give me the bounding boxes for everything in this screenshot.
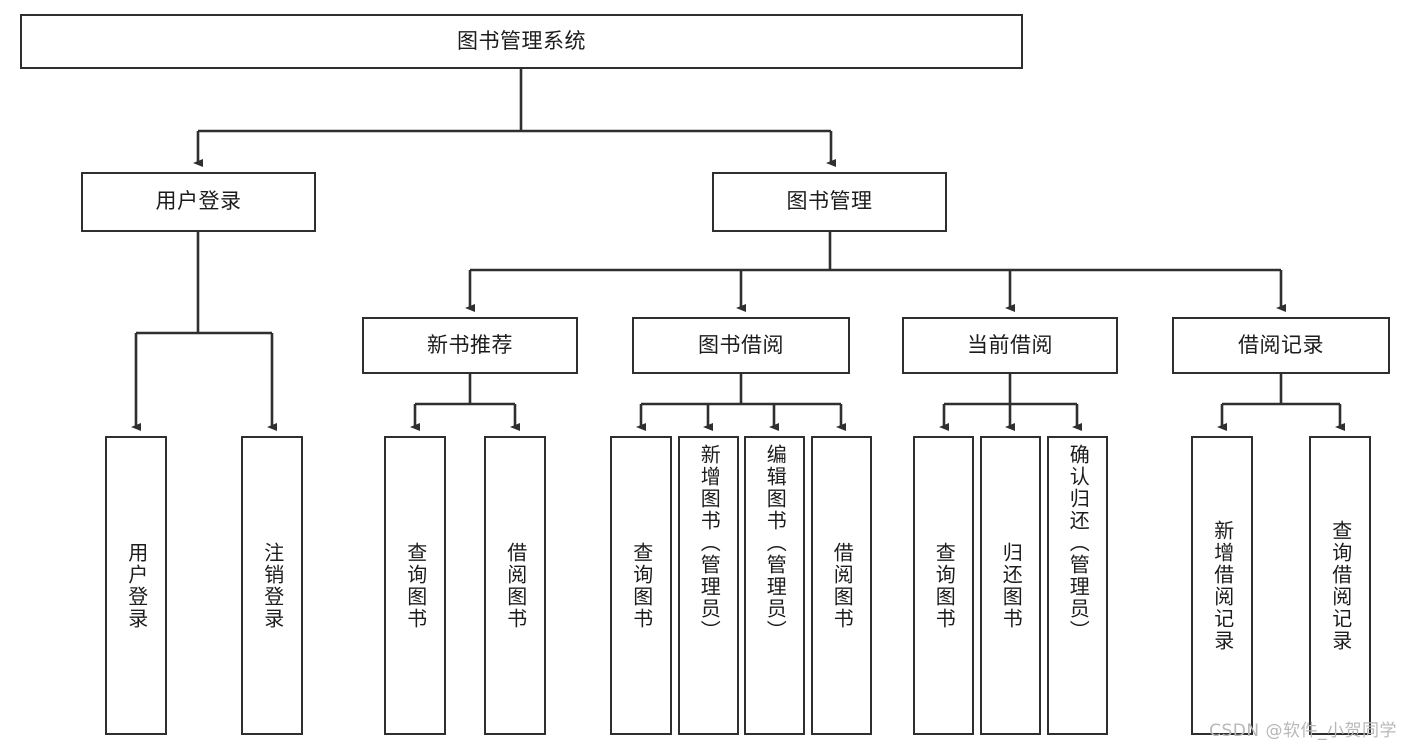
node-leaf-user-login-label: 用户登录 xyxy=(124,541,149,630)
node-root-label: 图书管理系统 xyxy=(457,28,586,53)
csdn-watermark: CSDN @软件_小贺同学 xyxy=(1209,721,1397,741)
node-borrow-record-label: 借阅记录 xyxy=(1238,332,1324,357)
node-leaf-edit-book-label: 编辑图书（管理员） xyxy=(763,444,788,642)
node-leaf-logout-login-label: 注销登录 xyxy=(260,541,285,630)
node-new-book-recommend-label: 新书推荐 xyxy=(427,332,513,357)
node-book-borrow[interactable]: 图书借阅 xyxy=(632,317,850,374)
node-leaf-query-book-3-label: 查询图书 xyxy=(932,541,957,630)
node-leaf-query-book-2-label: 查询图书 xyxy=(629,541,654,630)
node-user-login-label: 用户登录 xyxy=(155,189,242,214)
node-leaf-query-record-label: 查询借阅记录 xyxy=(1328,519,1353,652)
node-new-book-recommend[interactable]: 新书推荐 xyxy=(362,317,578,374)
node-leaf-add-record-label: 新增借阅记录 xyxy=(1210,519,1235,652)
node-leaf-borrow-book-2-label: 借阅图书 xyxy=(830,541,855,630)
node-leaf-borrow-book-2[interactable]: 借阅图书 xyxy=(811,436,872,735)
node-leaf-user-login[interactable]: 用户登录 xyxy=(105,436,167,735)
node-leaf-borrow-book-1-label: 借阅图书 xyxy=(503,541,528,630)
node-leaf-confirm-return[interactable]: 确认归还（管理员） xyxy=(1047,436,1108,735)
node-leaf-logout-login[interactable]: 注销登录 xyxy=(241,436,303,735)
node-user-login[interactable]: 用户登录 xyxy=(81,172,316,232)
node-leaf-query-book-2[interactable]: 查询图书 xyxy=(610,436,672,735)
node-leaf-query-book-1[interactable]: 查询图书 xyxy=(384,436,446,735)
node-leaf-add-book[interactable]: 新增图书（管理员） xyxy=(678,436,739,735)
node-book-borrow-label: 图书借阅 xyxy=(698,332,784,357)
node-leaf-edit-book[interactable]: 编辑图书（管理员） xyxy=(744,436,805,735)
node-leaf-add-book-label: 新增图书（管理员） xyxy=(697,444,722,642)
node-root[interactable]: 图书管理系统 xyxy=(20,14,1023,69)
node-leaf-add-record[interactable]: 新增借阅记录 xyxy=(1191,436,1253,735)
node-current-borrow-label: 当前借阅 xyxy=(967,332,1053,357)
node-leaf-return-book[interactable]: 归还图书 xyxy=(980,436,1041,735)
node-leaf-query-book-3[interactable]: 查询图书 xyxy=(913,436,974,735)
node-leaf-query-book-1-label: 查询图书 xyxy=(403,541,428,630)
node-book-management-label: 图书管理 xyxy=(786,189,873,214)
node-leaf-borrow-book-1[interactable]: 借阅图书 xyxy=(484,436,546,735)
node-leaf-return-book-label: 归还图书 xyxy=(999,541,1024,630)
node-leaf-query-record[interactable]: 查询借阅记录 xyxy=(1309,436,1371,735)
node-current-borrow[interactable]: 当前借阅 xyxy=(902,317,1118,374)
node-borrow-record[interactable]: 借阅记录 xyxy=(1172,317,1390,374)
node-book-management[interactable]: 图书管理 xyxy=(712,172,947,232)
node-leaf-confirm-return-label: 确认归还（管理员） xyxy=(1066,444,1091,642)
